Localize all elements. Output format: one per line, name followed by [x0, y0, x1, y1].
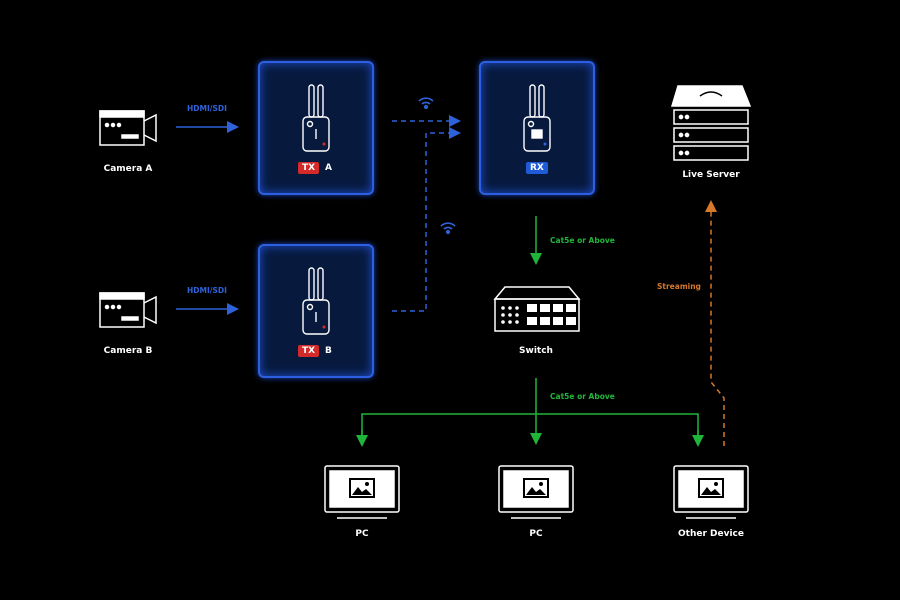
hdmi-label-a: HDMI/SDI	[187, 104, 227, 113]
camera-a-label: Camera A	[103, 164, 153, 174]
tx-badge: TX	[298, 162, 320, 174]
camera-b-label: Camera B	[103, 346, 153, 356]
client-label: Other Device	[677, 529, 744, 539]
transmitter-box-a: TX A	[258, 61, 374, 195]
tx-suffix: B	[325, 346, 332, 356]
receiver-device-icon	[523, 84, 551, 152]
rx-badge: RX	[526, 162, 548, 174]
camera-icon	[99, 292, 157, 328]
wireless-link-b	[392, 127, 461, 312]
monitor-icon	[324, 465, 400, 519]
transmitter-box-b: TX B	[258, 244, 374, 378]
tx-badge: TX	[298, 345, 320, 357]
hdmi-label-b: HDMI/SDI	[187, 286, 227, 295]
streaming-link	[705, 200, 725, 446]
camera-icon	[99, 110, 157, 146]
wifi-icon	[440, 222, 456, 235]
streaming-label: Streaming	[657, 282, 701, 291]
switch-label: Switch	[519, 346, 553, 356]
monitor-icon	[498, 465, 574, 519]
wifi-icon	[418, 97, 434, 110]
receiver-box: RX	[479, 61, 595, 195]
tx-suffix: A	[325, 163, 332, 173]
switch-icon	[493, 286, 581, 332]
ethernet-label-rx: Cat5e or Above	[550, 236, 615, 245]
transmitter-device-icon	[302, 267, 330, 335]
server-icon	[670, 85, 752, 161]
transmitter-device-icon	[302, 84, 330, 152]
client-label: PC	[529, 529, 543, 539]
client-label: PC	[355, 529, 369, 539]
ethernet-label-switch: Cat5e or Above	[550, 392, 615, 401]
monitor-icon	[673, 465, 749, 519]
server-label: Live Server	[682, 170, 740, 180]
